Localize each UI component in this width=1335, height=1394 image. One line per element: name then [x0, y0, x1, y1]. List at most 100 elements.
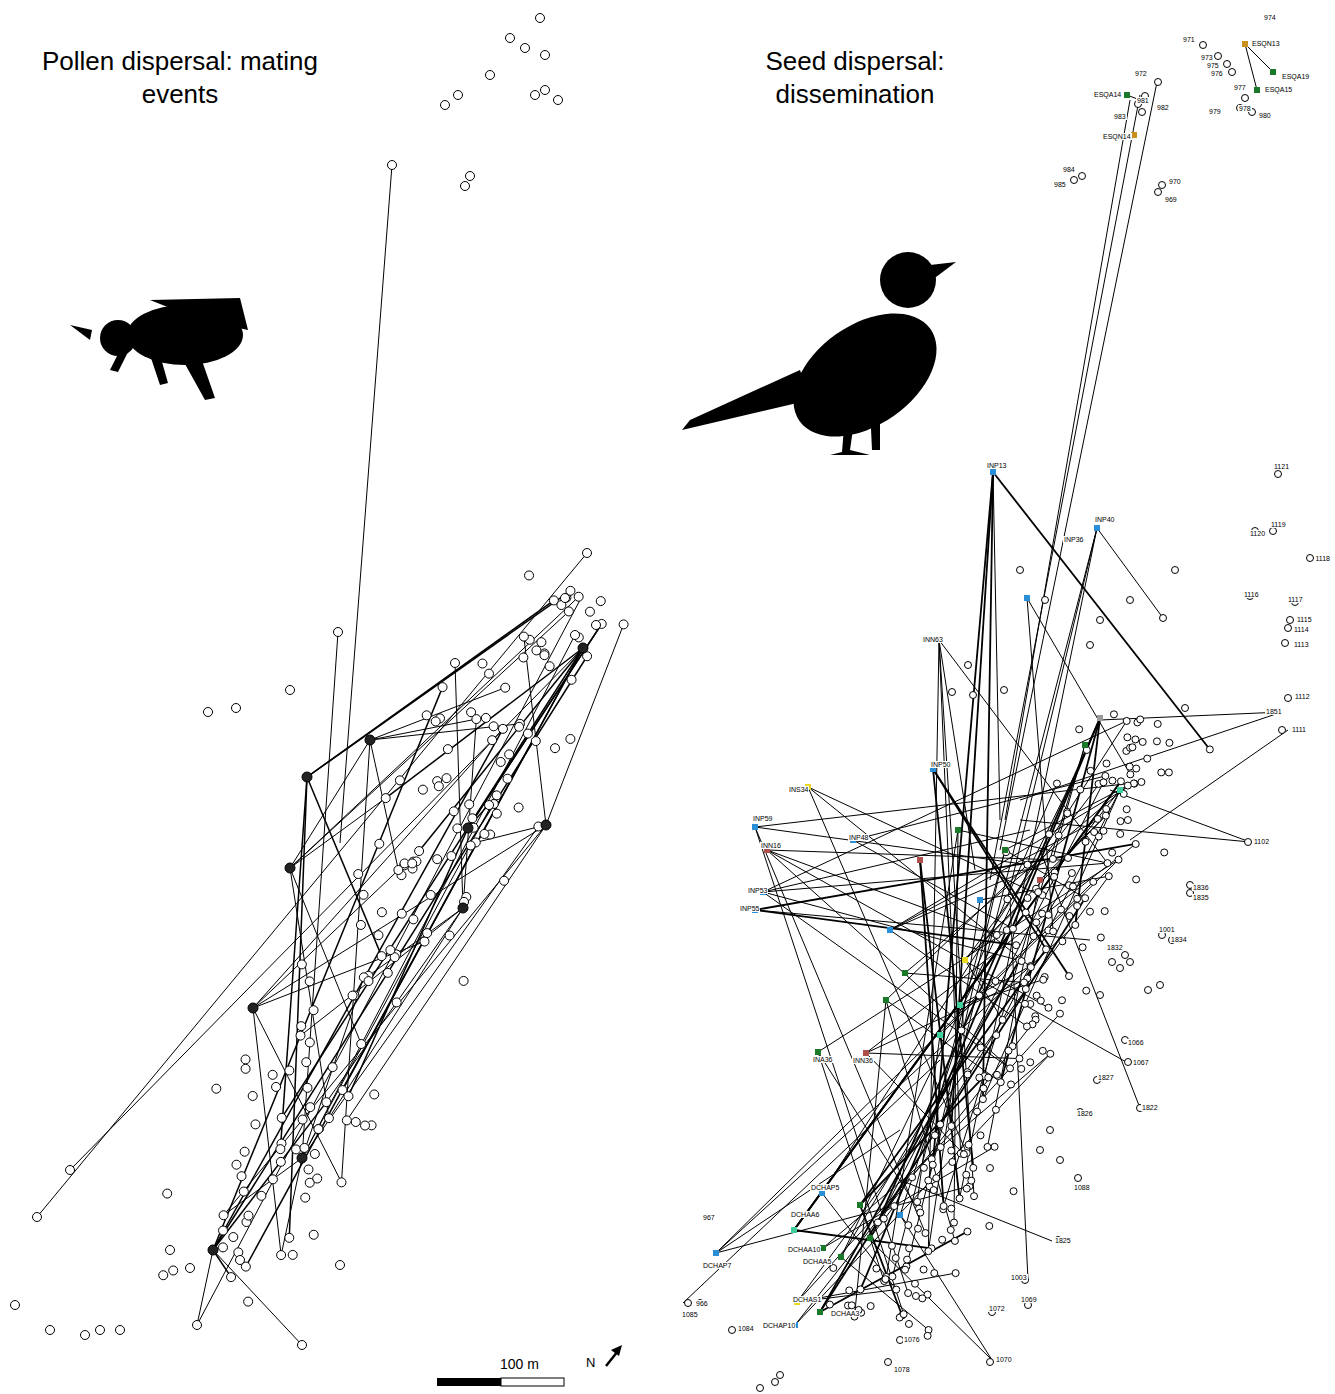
tree	[905, 1290, 912, 1297]
tree	[919, 1295, 926, 1302]
seed-trap	[897, 1212, 903, 1218]
dispersal-line	[886, 830, 958, 1277]
dispersal-line	[1027, 598, 1130, 774]
tree	[359, 890, 368, 899]
tree	[392, 998, 401, 1007]
tree	[1007, 1081, 1014, 1088]
dispersal-line	[861, 718, 1100, 1289]
dispersal-line	[290, 868, 329, 1118]
dispersal-line	[1020, 712, 1282, 800]
tree	[1109, 849, 1116, 856]
seed-trap	[1024, 595, 1030, 601]
tree	[596, 597, 605, 606]
tree	[1132, 840, 1139, 847]
tree	[986, 1222, 993, 1229]
tree	[951, 1237, 958, 1244]
tree	[1043, 946, 1050, 953]
tree	[1279, 727, 1286, 734]
dispersal-line	[419, 648, 583, 851]
dispersal-line	[302, 635, 575, 1158]
tree	[498, 724, 507, 733]
tree	[239, 1187, 248, 1196]
tree	[1064, 810, 1071, 817]
tree	[377, 952, 386, 961]
tree	[96, 1326, 105, 1335]
tree	[219, 1243, 228, 1252]
tree	[1117, 965, 1124, 972]
tree	[386, 946, 395, 955]
tree	[1275, 471, 1282, 478]
tree-id: ESQA14	[1093, 91, 1122, 98]
tree	[920, 1164, 927, 1171]
tree	[166, 1246, 175, 1255]
tree	[874, 1219, 881, 1226]
tree	[361, 1121, 370, 1130]
seed-trap	[1094, 525, 1100, 531]
dispersal-line	[370, 719, 476, 740]
tree-id: 970	[1168, 178, 1182, 185]
tree	[1145, 987, 1152, 994]
tree	[468, 814, 477, 823]
tree	[1030, 933, 1037, 940]
tree	[227, 1273, 236, 1282]
tree	[409, 915, 418, 924]
tree	[1159, 182, 1166, 189]
tree-id: 1834	[1170, 936, 1188, 943]
tree	[1056, 1010, 1063, 1017]
tree	[940, 1203, 947, 1210]
tree	[949, 1158, 956, 1165]
tree	[204, 708, 213, 717]
tree	[1200, 42, 1207, 49]
tree	[963, 1185, 970, 1192]
tree-id: 1836	[1192, 884, 1210, 891]
tree	[952, 1270, 959, 1277]
tree	[472, 715, 481, 724]
tree	[301, 1193, 310, 1202]
tree	[1021, 979, 1028, 986]
tree	[445, 931, 454, 940]
tree	[336, 1261, 345, 1270]
tree	[1117, 778, 1124, 785]
tree	[1010, 925, 1017, 932]
tree	[1004, 896, 1011, 903]
tree	[381, 794, 390, 803]
tree	[237, 1172, 246, 1181]
dispersal-line	[870, 1206, 894, 1238]
dispersal-line	[386, 648, 583, 798]
tree-id: 1832	[1106, 944, 1124, 951]
tree-id: 1120	[1249, 530, 1266, 537]
tree	[219, 1211, 228, 1220]
tree	[937, 1121, 944, 1128]
tree	[1076, 726, 1083, 733]
tree	[480, 829, 489, 838]
tree	[434, 782, 443, 791]
tree	[268, 1070, 277, 1079]
tree	[1066, 912, 1073, 919]
tree	[394, 866, 403, 875]
tree	[388, 161, 397, 170]
tree	[1133, 765, 1140, 772]
dispersal-line	[794, 781, 1121, 1230]
tree	[244, 1297, 253, 1306]
bee-silhouette	[70, 298, 248, 400]
tree	[1115, 856, 1122, 863]
dispersal-line	[1040, 850, 1140, 1108]
tree	[1055, 832, 1062, 839]
tree-id: 1001	[1158, 926, 1176, 933]
dispersal-line	[213, 1102, 326, 1250]
tree	[1042, 597, 1049, 604]
tree	[545, 662, 554, 671]
tree	[1270, 528, 1277, 535]
tree	[1023, 1023, 1030, 1030]
tree-id: 1822	[1141, 1104, 1159, 1111]
tree	[1307, 555, 1314, 562]
tree	[980, 1085, 987, 1092]
tree	[993, 1071, 1000, 1078]
dispersal-line	[253, 870, 398, 1008]
tree	[1018, 1065, 1025, 1072]
tree	[1158, 769, 1165, 776]
tree	[902, 1266, 909, 1273]
tree	[999, 1016, 1006, 1023]
tree-id: DCHAS1	[792, 1296, 822, 1303]
